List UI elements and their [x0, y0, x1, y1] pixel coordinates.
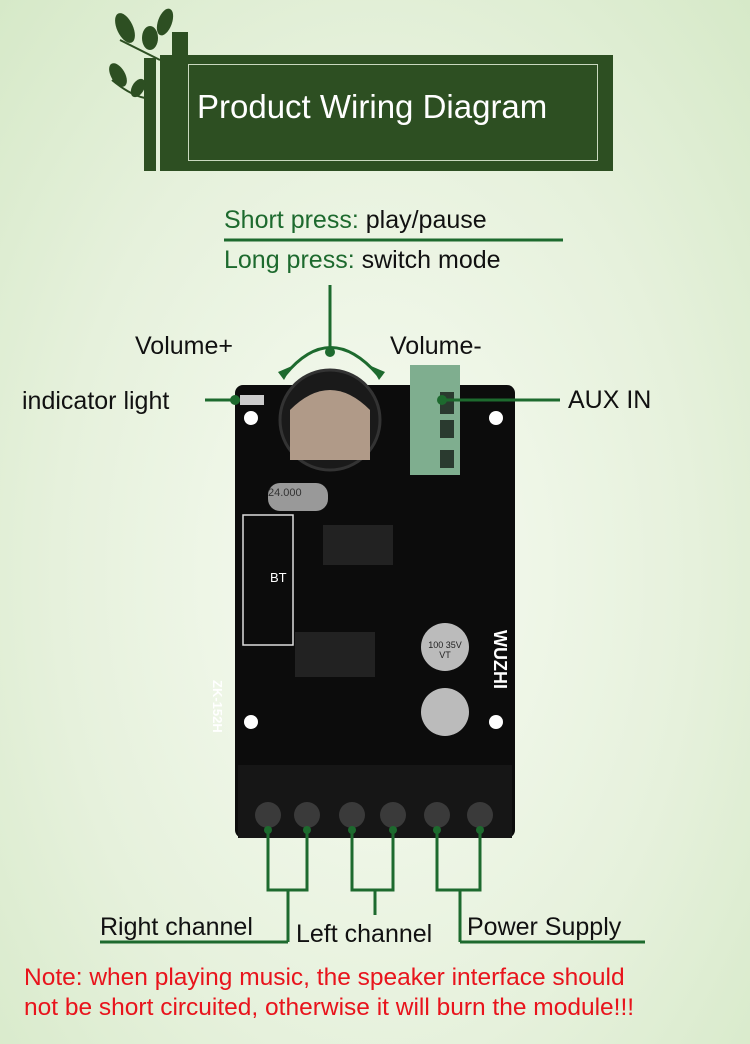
power-supply-label: Power Supply	[467, 913, 622, 941]
bt-antenna	[242, 514, 294, 646]
model-label: ZK-152H	[210, 680, 225, 733]
warning-note-line1: Note: when playing music, the speaker in…	[24, 964, 625, 991]
connection-dots	[230, 347, 484, 834]
indicator-light-label: indicator light	[22, 387, 170, 415]
left-channel-label: Left channel	[296, 920, 433, 948]
short-press-line: Short press: play/pause	[224, 206, 487, 235]
volume-down-label: Volume-	[390, 332, 482, 360]
right-channel-label: Right channel	[100, 913, 253, 941]
title-banner	[160, 55, 613, 171]
long-press-line: Long press: switch mode	[224, 246, 501, 275]
crystal	[268, 483, 328, 511]
volume-up-arrow-icon	[278, 366, 292, 380]
capacitor	[421, 623, 469, 671]
aux-in-label: AUX IN	[568, 386, 652, 414]
terminal-screws	[255, 802, 493, 828]
title-border	[188, 64, 598, 161]
bt-label: BT	[270, 570, 287, 585]
capacitor	[421, 688, 469, 736]
warning-note-line2: not be short circuited, otherwise it wil…	[24, 994, 635, 1021]
short-press-label: Short press:	[224, 206, 359, 234]
long-press-action: switch mode	[361, 246, 501, 274]
terminal-block	[238, 765, 512, 838]
page-title: Product Wiring Diagram	[197, 88, 548, 125]
long-press-label: Long press:	[224, 246, 355, 274]
wiring-lines	[100, 238, 645, 944]
capacitor-label: 100 35V VT	[428, 640, 462, 660]
brand-label: WUZHI	[490, 630, 510, 689]
volume-up-label: Volume+	[135, 332, 233, 360]
crystal-label: 24.000	[268, 487, 302, 499]
short-press-action: play/pause	[365, 206, 487, 234]
indicator-led	[240, 395, 264, 405]
volume-down-arrow-icon	[371, 366, 385, 380]
